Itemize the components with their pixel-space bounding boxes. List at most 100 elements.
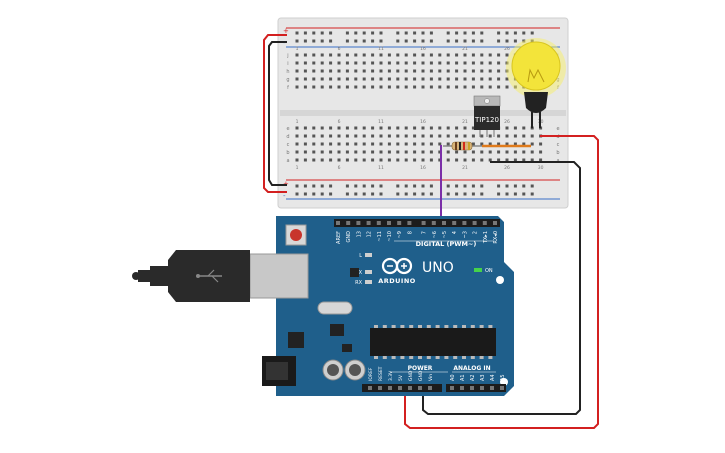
digital-pin-hole[interactable] xyxy=(397,221,402,225)
breadboard-hole[interactable] xyxy=(471,85,475,89)
digital-pin-hole[interactable] xyxy=(376,221,381,225)
rail-hole[interactable] xyxy=(513,192,517,196)
breadboard-hole[interactable] xyxy=(354,150,358,154)
breadboard-hole[interactable] xyxy=(396,53,400,57)
breadboard-hole[interactable] xyxy=(295,126,299,130)
breadboard-hole[interactable] xyxy=(505,142,509,146)
breadboard-hole[interactable] xyxy=(362,134,366,138)
breadboard-hole[interactable] xyxy=(337,61,341,65)
rail-hole[interactable] xyxy=(379,31,383,35)
breadboard-hole[interactable] xyxy=(362,158,366,162)
breadboard-hole[interactable] xyxy=(446,53,450,57)
power-pin-hole[interactable] xyxy=(428,386,432,390)
breadboard-hole[interactable] xyxy=(522,150,526,154)
breadboard-hole[interactable] xyxy=(320,69,324,73)
breadboard-hole[interactable] xyxy=(345,134,349,138)
breadboard-hole[interactable] xyxy=(413,126,417,130)
breadboard-hole[interactable] xyxy=(404,158,408,162)
breadboard-hole[interactable] xyxy=(303,158,307,162)
breadboard-hole[interactable] xyxy=(438,69,442,73)
breadboard-hole[interactable] xyxy=(387,126,391,130)
transistor[interactable]: TIP120 xyxy=(473,95,501,137)
breadboard-hole[interactable] xyxy=(463,85,467,89)
rail-hole[interactable] xyxy=(295,31,299,35)
breadboard-hole[interactable] xyxy=(438,61,442,65)
breadboard-hole[interactable] xyxy=(497,77,501,81)
rail-hole[interactable] xyxy=(396,184,400,188)
breadboard-hole[interactable] xyxy=(337,85,341,89)
rail-hole[interactable] xyxy=(522,192,526,196)
breadboard-hole[interactable] xyxy=(429,158,433,162)
rail-hole[interactable] xyxy=(471,192,475,196)
breadboard-hole[interactable] xyxy=(379,134,383,138)
breadboard-hole[interactable] xyxy=(320,134,324,138)
rail-hole[interactable] xyxy=(413,39,417,43)
breadboard-hole[interactable] xyxy=(539,158,543,162)
breadboard-hole[interactable] xyxy=(513,134,517,138)
breadboard-hole[interactable] xyxy=(345,150,349,154)
breadboard-hole[interactable] xyxy=(295,142,299,146)
breadboard-hole[interactable] xyxy=(438,158,442,162)
rail-hole[interactable] xyxy=(505,31,509,35)
breadboard-hole[interactable] xyxy=(413,150,417,154)
breadboard-hole[interactable] xyxy=(455,126,459,130)
breadboard-hole[interactable] xyxy=(354,142,358,146)
rail-hole[interactable] xyxy=(513,184,517,188)
wire-red-5v[interactable] xyxy=(404,135,599,429)
breadboard-hole[interactable] xyxy=(295,85,299,89)
breadboard-hole[interactable] xyxy=(371,85,375,89)
rail-hole[interactable] xyxy=(362,184,366,188)
breadboard-hole[interactable] xyxy=(404,61,408,65)
breadboard-hole[interactable] xyxy=(329,85,333,89)
breadboard-hole[interactable] xyxy=(371,158,375,162)
rail-hole[interactable] xyxy=(295,39,299,43)
breadboard-hole[interactable] xyxy=(404,53,408,57)
light-bulb[interactable] xyxy=(506,38,566,128)
rail-hole[interactable] xyxy=(354,184,358,188)
power-pin-hole[interactable] xyxy=(418,386,422,390)
breadboard-hole[interactable] xyxy=(337,77,341,81)
breadboard-hole[interactable] xyxy=(421,134,425,138)
breadboard-hole[interactable] xyxy=(387,134,391,138)
breadboard-hole[interactable] xyxy=(446,142,450,146)
rail-hole[interactable] xyxy=(303,184,307,188)
breadboard-hole[interactable] xyxy=(446,69,450,73)
breadboard-hole[interactable] xyxy=(413,158,417,162)
rail-hole[interactable] xyxy=(320,184,324,188)
breadboard-hole[interactable] xyxy=(488,85,492,89)
breadboard-hole[interactable] xyxy=(295,158,299,162)
breadboard-hole[interactable] xyxy=(513,142,517,146)
rail-hole[interactable] xyxy=(505,192,509,196)
breadboard-hole[interactable] xyxy=(404,142,408,146)
breadboard-hole[interactable] xyxy=(421,77,425,81)
analog-pin-hole[interactable] xyxy=(500,386,504,390)
breadboard-hole[interactable] xyxy=(471,134,475,138)
breadboard-hole[interactable] xyxy=(337,158,341,162)
breadboard-hole[interactable] xyxy=(421,150,425,154)
breadboard-hole[interactable] xyxy=(396,134,400,138)
breadboard-hole[interactable] xyxy=(522,134,526,138)
rail-hole[interactable] xyxy=(522,31,526,35)
breadboard-hole[interactable] xyxy=(421,85,425,89)
breadboard-hole[interactable] xyxy=(530,142,534,146)
rail-hole[interactable] xyxy=(413,192,417,196)
breadboard-hole[interactable] xyxy=(446,61,450,65)
breadboard-hole[interactable] xyxy=(488,61,492,65)
breadboard-hole[interactable] xyxy=(429,134,433,138)
breadboard-hole[interactable] xyxy=(530,150,534,154)
breadboard-hole[interactable] xyxy=(497,69,501,73)
breadboard-hole[interactable] xyxy=(421,61,425,65)
breadboard-hole[interactable] xyxy=(345,77,349,81)
breadboard-hole[interactable] xyxy=(387,61,391,65)
breadboard-hole[interactable] xyxy=(513,158,517,162)
rail-hole[interactable] xyxy=(303,192,307,196)
breadboard-hole[interactable] xyxy=(446,150,450,154)
digital-pin-hole[interactable] xyxy=(407,221,412,225)
breadboard-hole[interactable] xyxy=(446,85,450,89)
breadboard-hole[interactable] xyxy=(312,69,316,73)
breadboard-hole[interactable] xyxy=(320,142,324,146)
breadboard-hole[interactable] xyxy=(446,77,450,81)
breadboard-hole[interactable] xyxy=(438,142,442,146)
rail-hole[interactable] xyxy=(404,192,408,196)
breadboard-hole[interactable] xyxy=(396,77,400,81)
